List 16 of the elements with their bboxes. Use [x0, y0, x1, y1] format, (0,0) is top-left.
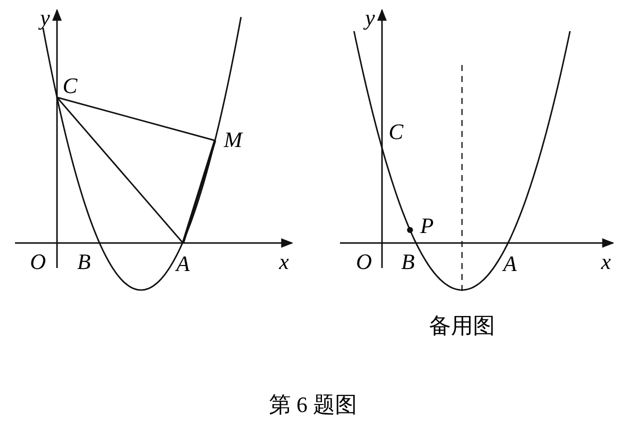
point-label: A	[176, 253, 190, 275]
point-label: O	[356, 251, 372, 273]
axis-label: x	[279, 251, 289, 273]
point-label: C	[388, 121, 404, 143]
point-label: B	[77, 251, 91, 273]
point-label: A	[503, 253, 517, 275]
axis-label: y	[365, 7, 375, 29]
figure-caption: 备用图	[429, 315, 495, 337]
point-label: C	[62, 75, 78, 97]
point-label: O	[30, 251, 46, 273]
point-label: B	[401, 251, 415, 273]
caption: 第 6 题图	[269, 394, 357, 416]
axis-label: y	[40, 7, 50, 29]
point-label: P	[420, 214, 434, 237]
axis-label: x	[601, 251, 611, 273]
point-label: M	[224, 129, 242, 151]
